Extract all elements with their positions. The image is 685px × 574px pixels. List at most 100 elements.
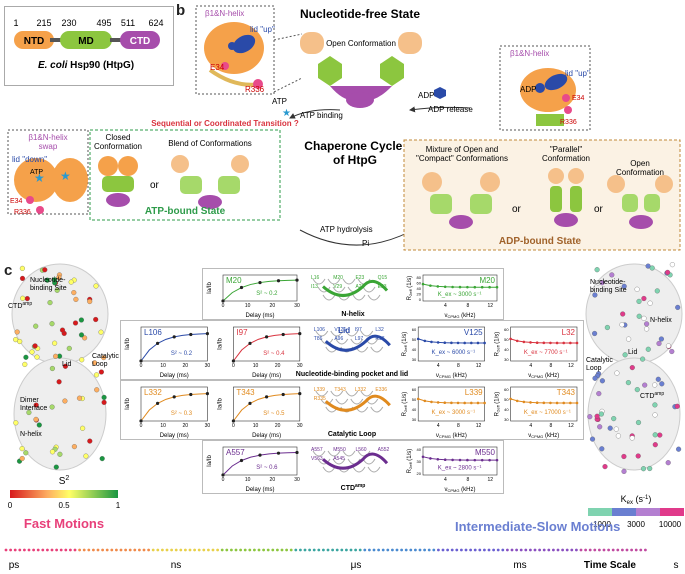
svg-text:Fast Motions: Fast Motions	[24, 516, 104, 530]
svg-text:10000: 10000	[659, 520, 682, 529]
svg-text:ps: ps	[9, 560, 20, 571]
svg-text:40: 40	[417, 286, 422, 291]
svg-text:K_ex ~ 2800 s⁻¹: K_ex ~ 2800 s⁻¹	[438, 465, 482, 471]
svg-text:40: 40	[504, 347, 509, 352]
svg-text:R336: R336	[245, 85, 265, 94]
svg-text:10: 10	[253, 363, 259, 369]
panel-c-diagram: Nucleotide-binding SiteCTDampLidCatalyti…	[8, 262, 684, 530]
svg-text:ATP-bound State: ATP-bound State	[145, 206, 226, 217]
svg-text:Nucleotide-binding Site: Nucleotide-binding Site	[30, 277, 67, 292]
svg-text:20: 20	[417, 292, 422, 297]
domain-label: NTD	[24, 36, 45, 47]
svg-text:L16: L16	[311, 275, 320, 281]
svg-text:L32: L32	[562, 328, 576, 337]
svg-text:12: 12	[476, 423, 482, 429]
svg-text:L97: L97	[355, 336, 364, 342]
svg-text:30: 30	[205, 423, 211, 429]
svg-text:νCPMG (kHz): νCPMG (kHz)	[436, 373, 467, 379]
svg-text:4: 4	[437, 363, 440, 369]
svg-text:0: 0	[232, 363, 235, 369]
domain-diagram: 1 215 230 495 511 624 NTD MD CTD E. coli…	[13, 18, 163, 71]
svg-text:N-helix: N-helix	[20, 431, 42, 438]
svg-text:Open: Open	[630, 159, 650, 168]
svg-text:4: 4	[529, 363, 532, 369]
svg-text:A557: A557	[226, 448, 245, 457]
svg-text:β1&N-helix: β1&N-helix	[205, 9, 244, 18]
svg-text:ADP: ADP	[520, 85, 536, 94]
svg-text:νCPMG (kHz): νCPMG (kHz)	[436, 433, 467, 439]
svg-text:I13: I13	[311, 284, 318, 290]
svg-text:4: 4	[444, 477, 447, 483]
svg-text:50: 50	[504, 337, 509, 342]
svg-text:R2eff (1/s): R2eff (1/s)	[402, 392, 408, 417]
domain-number: 495	[96, 18, 111, 28]
svg-text:V125: V125	[464, 328, 483, 337]
svg-text:"Parallel": "Parallel"	[550, 145, 583, 154]
svg-text:I97: I97	[355, 327, 362, 333]
md-domain	[60, 31, 112, 49]
domain-number: 230	[61, 18, 76, 28]
svg-text:1: 1	[116, 501, 121, 510]
svg-text:S² ~ 0.2: S² ~ 0.2	[256, 291, 278, 297]
svg-text:60: 60	[412, 327, 417, 332]
panel-b-diagram: β1&N-helix lid "up" E34 R336 Nucleotide-…	[7, 5, 681, 251]
svg-text:Nucleotide-binding pocket and: Nucleotide-binding pocket and lid	[296, 371, 408, 378]
svg-text:8: 8	[549, 423, 552, 429]
domain-label: CTD	[130, 36, 151, 47]
svg-text:40: 40	[412, 347, 417, 352]
svg-text:1000: 1000	[593, 520, 611, 529]
svg-text:50: 50	[412, 337, 417, 342]
timescale-bar: ps ns μs ms s Time Scale	[4, 548, 679, 571]
svg-text:R2eff (1/s): R2eff (1/s)	[402, 332, 408, 357]
svg-text:80: 80	[417, 275, 422, 280]
linker	[50, 38, 62, 42]
svg-text:L106: L106	[144, 328, 162, 337]
svg-text:30: 30	[412, 357, 417, 362]
svg-text:20: 20	[182, 363, 188, 369]
slow-motions-label: Intermediate-Slow Motions	[455, 519, 621, 534]
svg-text:0: 0	[222, 303, 225, 309]
svg-text:20: 20	[275, 423, 281, 429]
svg-text:T343: T343	[557, 388, 576, 397]
panel-b-letter: b	[176, 2, 186, 19]
svg-text:Time Scale: Time Scale	[584, 560, 637, 571]
svg-text:M20: M20	[333, 275, 343, 281]
svg-text:E34: E34	[10, 198, 23, 205]
svg-text:R98: R98	[375, 336, 384, 342]
svg-text:A96: A96	[334, 336, 343, 342]
svg-text:A545: A545	[333, 456, 345, 462]
linker	[110, 38, 122, 42]
svg-text:ATP hydrolysis: ATP hydrolysis	[320, 225, 373, 234]
domain-number: 511	[121, 18, 135, 28]
panel-a-caption: E. coli Hsp90 (HtpG)	[38, 60, 134, 71]
svg-text:50: 50	[504, 397, 509, 402]
svg-text:10: 10	[253, 423, 259, 429]
svg-text:νCPMG (kHz): νCPMG (kHz)	[528, 433, 559, 439]
svg-text:ADP: ADP	[418, 91, 434, 100]
svg-text:L106: L106	[314, 327, 325, 333]
svg-text:20: 20	[182, 423, 188, 429]
svg-text:Ia/Ib: Ia/Ib	[217, 338, 223, 350]
svg-text:0: 0	[140, 423, 143, 429]
svg-text:Conformation: Conformation	[94, 142, 142, 151]
svg-text:Delay (ms): Delay (ms)	[245, 313, 274, 319]
svg-text:CTDamp: CTDamp	[640, 391, 664, 400]
svg-text:12: 12	[487, 477, 493, 483]
svg-text:K_ex ~ 3000 s⁻¹: K_ex ~ 3000 s⁻¹	[431, 410, 475, 416]
svg-text:M550: M550	[333, 447, 346, 453]
svg-text:30: 30	[294, 477, 300, 483]
svg-text:K_ex ~ 17000 s⁻¹: K_ex ~ 17000 s⁻¹	[524, 410, 571, 416]
svg-text:12: 12	[568, 423, 574, 429]
svg-text:0: 0	[140, 363, 143, 369]
svg-text:Delay (ms): Delay (ms)	[252, 373, 281, 379]
svg-text:Sequential or Coordinated Tran: Sequential or Coordinated Transition ?	[151, 119, 299, 128]
svg-text:0: 0	[419, 297, 422, 302]
svg-text:lid "up": lid "up"	[250, 25, 275, 34]
svg-text:0: 0	[222, 477, 225, 483]
svg-text:Lid: Lid	[628, 349, 637, 356]
svg-text:swap: swap	[39, 142, 58, 151]
svg-text:E34: E34	[572, 95, 585, 102]
